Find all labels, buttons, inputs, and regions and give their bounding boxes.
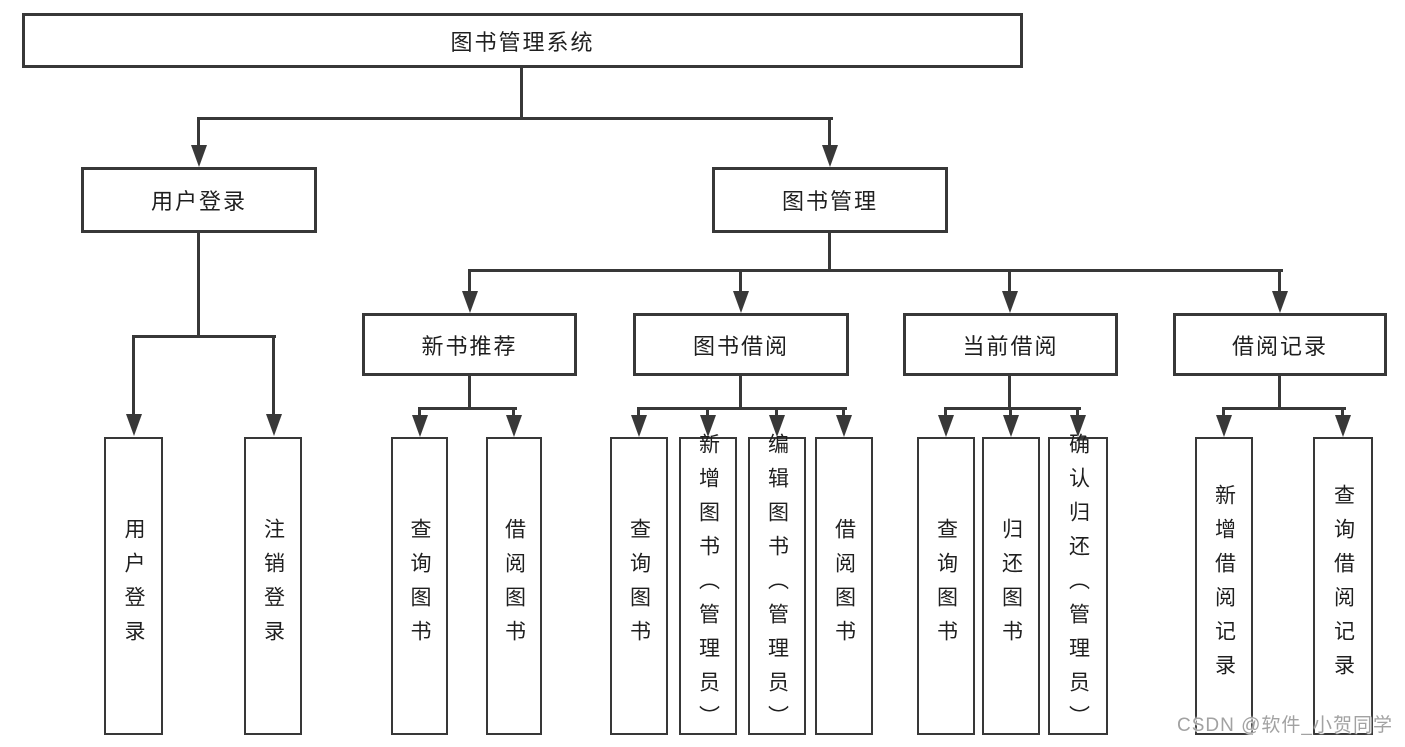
node-book-management-label: 图书管理 (781, 189, 878, 214)
arrow-head (462, 291, 478, 313)
connector-line (1076, 407, 1079, 415)
connector-line (828, 233, 831, 271)
arrow-head (733, 291, 749, 313)
connector-line (1278, 269, 1281, 291)
leaf-bb-borrow-books-label: 借阅图书 (832, 518, 856, 654)
arrow-head (631, 415, 647, 437)
leaf-bb-edit-books-admin: 编辑图书（管理员） (748, 433, 806, 739)
leaf-cb-query-books: 查询图书 (917, 437, 975, 735)
arrow-head (769, 415, 785, 437)
leaf-bb-query-books: 查询图书 (610, 437, 668, 735)
connector-line (828, 117, 831, 145)
arrow-head (412, 415, 428, 437)
leaf-br-add-record: 新增借阅记录 (1195, 437, 1253, 735)
node-book-borrow-label: 图书借阅 (692, 333, 789, 359)
leaf-nbr-query-books-label: 查询图书 (408, 518, 431, 654)
arrow-head (191, 145, 207, 167)
arrow-head (126, 414, 142, 436)
leaf-logout: 注销登录 (244, 437, 302, 735)
leaf-bb-add-books-admin: 新增图书（管理员） (679, 433, 737, 739)
node-borrow-record: 借阅记录 (1173, 313, 1387, 376)
connector-line (132, 335, 276, 338)
connector-line (1008, 269, 1011, 291)
arrow-head (700, 415, 716, 437)
csdn-watermark: CSDN @软件_小贺同学 (1177, 715, 1393, 736)
leaf-bb-borrow-books: 借阅图书 (815, 437, 873, 735)
node-current-borrow: 当前借阅 (903, 313, 1118, 376)
leaf-logout-label: 注销登录 (261, 518, 285, 654)
leaf-br-query-record: 查询借阅记录 (1313, 437, 1373, 735)
connector-line (944, 407, 947, 415)
connector-line (1222, 407, 1346, 410)
leaf-br-add-record-label: 新增借阅记录 (1212, 484, 1236, 688)
leaf-cb-query-books-label: 查询图书 (934, 518, 958, 654)
node-root-label: 图书管理系统 (450, 29, 595, 55)
node-book-management: 图书管理 (712, 167, 948, 233)
arrow-head (506, 415, 522, 437)
connector-line (197, 233, 200, 338)
leaf-nbr-query-books: 查询图书 (391, 437, 448, 735)
leaf-cb-return-books: 归还图书 (982, 437, 1040, 735)
connector-line (637, 407, 847, 410)
connector-line (132, 335, 135, 415)
arrow-head (1002, 291, 1018, 313)
node-new-book-recommend-label: 新书推荐 (421, 333, 518, 359)
leaf-user-login: 用户登录 (104, 437, 163, 735)
leaf-bb-query-books-label: 查询图书 (627, 518, 651, 654)
connector-line (944, 407, 1081, 410)
connector-line (1222, 407, 1225, 415)
arrow-head (266, 414, 282, 436)
arrow-head (1070, 415, 1086, 437)
connector-line (418, 407, 421, 415)
arrow-head (1003, 415, 1019, 437)
connector-line (637, 407, 640, 415)
arrow-head (836, 415, 852, 437)
connector-line (468, 269, 471, 291)
node-borrow-record-label: 借阅记录 (1231, 333, 1328, 359)
connector-line (520, 68, 523, 119)
connector-line (272, 335, 275, 415)
arrow-head (1272, 291, 1288, 313)
connector-line (1341, 407, 1344, 415)
arrow-head (1335, 415, 1351, 437)
arrow-head (1216, 415, 1232, 437)
connector-line (739, 269, 742, 291)
node-user-login: 用户登录 (81, 167, 317, 233)
connector-line (512, 407, 515, 415)
arrow-head (938, 415, 954, 437)
leaf-bb-add-books-admin-label: 新增图书（管理员） (696, 433, 720, 739)
leaf-nbr-borrow-books: 借阅图书 (486, 437, 542, 735)
connector-line (739, 376, 742, 409)
leaf-cb-confirm-return-admin-label: 确认归还（管理员） (1066, 433, 1090, 739)
node-new-book-recommend: 新书推荐 (362, 313, 577, 376)
connector-line (197, 117, 833, 120)
connector-line (468, 269, 1283, 272)
connector-line (1009, 407, 1012, 415)
connector-line (197, 117, 200, 145)
leaf-cb-return-books-label: 归还图书 (999, 518, 1023, 654)
connector-line (775, 407, 778, 415)
node-root: 图书管理系统 (22, 13, 1023, 68)
node-current-borrow-label: 当前借阅 (962, 333, 1059, 359)
connector-line (1008, 376, 1011, 409)
leaf-bb-edit-books-admin-label: 编辑图书（管理员） (765, 433, 789, 739)
leaf-nbr-borrow-books-label: 借阅图书 (502, 518, 526, 654)
leaf-cb-confirm-return-admin: 确认归还（管理员） (1048, 433, 1108, 739)
node-user-login-label: 用户登录 (150, 189, 247, 214)
connector-line (842, 407, 845, 415)
connector-line (468, 376, 471, 409)
node-book-borrow: 图书借阅 (633, 313, 849, 376)
connector-line (706, 407, 709, 415)
arrow-head (822, 145, 838, 167)
connector-line (418, 407, 517, 410)
leaf-user-login-label: 用户登录 (122, 518, 145, 654)
leaf-br-query-record-label: 查询借阅记录 (1331, 484, 1355, 688)
connector-line (1278, 376, 1281, 409)
